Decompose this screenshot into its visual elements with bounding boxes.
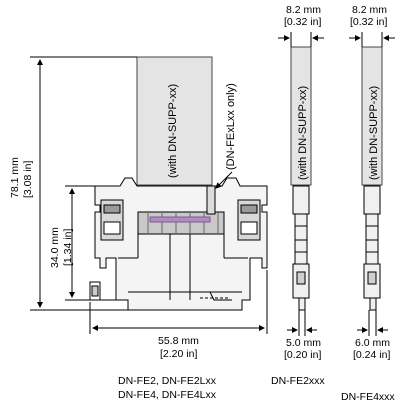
side-view-fe2	[290, 46, 312, 311]
terminal-body	[94, 177, 268, 311]
dim-body-width-in: [2.20 in]	[160, 348, 197, 360]
support-plate	[136, 56, 213, 186]
callout-support-side-fe2: (with DN-SUPP-xx)	[297, 86, 309, 180]
callout-support-side-fe4: (with DN-SUPP-xx)	[368, 86, 380, 180]
dim-bottom-right-in: [0.24 in]	[353, 349, 390, 361]
dim-top-widths	[278, 32, 395, 47]
caption-main-line1: DN-FE2, DN-FE2Lxx	[118, 375, 217, 387]
dim-top-left-mm: 8.2 mm	[286, 4, 321, 16]
callout-fexlxx-only: (DN-FExLxx only)	[225, 83, 237, 170]
dim-body-height-mm: 34.0 mm	[49, 227, 61, 268]
caption-side-fe4: DN-FE4xxx	[341, 391, 395, 402]
dim-total-height-mm: 78.1 mm	[9, 157, 21, 198]
callout-support-main: (with DN-SUPP-xx)	[167, 84, 179, 178]
dim-body-width	[89, 270, 268, 334]
caption-side-fe2: DN-FE2xxx	[271, 375, 325, 387]
caption-main-line2: DN-FE4, DN-FE4Lxx	[118, 389, 217, 401]
dim-total-height-in: [3.08 in]	[22, 161, 34, 198]
main-front-view	[89, 56, 268, 311]
dim-bottom-left-mm: 5.0 mm	[286, 337, 321, 349]
dim-top-right-mm: 8.2 mm	[352, 4, 387, 16]
dim-bottom-widths	[287, 310, 388, 336]
dim-top-left-in: [0.32 in]	[284, 16, 321, 28]
dim-body-height-in: [1.34 in]	[62, 229, 74, 266]
dim-body-width-mm: 55.8 mm	[158, 335, 199, 347]
dim-bottom-left-in: [0.20 in]	[284, 349, 321, 361]
dim-top-right-in: [0.32 in]	[350, 16, 387, 28]
side-view-fe4	[361, 46, 383, 311]
dim-body-height	[65, 185, 116, 301]
dim-total-height	[30, 56, 137, 311]
dim-bottom-right-mm: 6.0 mm	[355, 337, 390, 349]
